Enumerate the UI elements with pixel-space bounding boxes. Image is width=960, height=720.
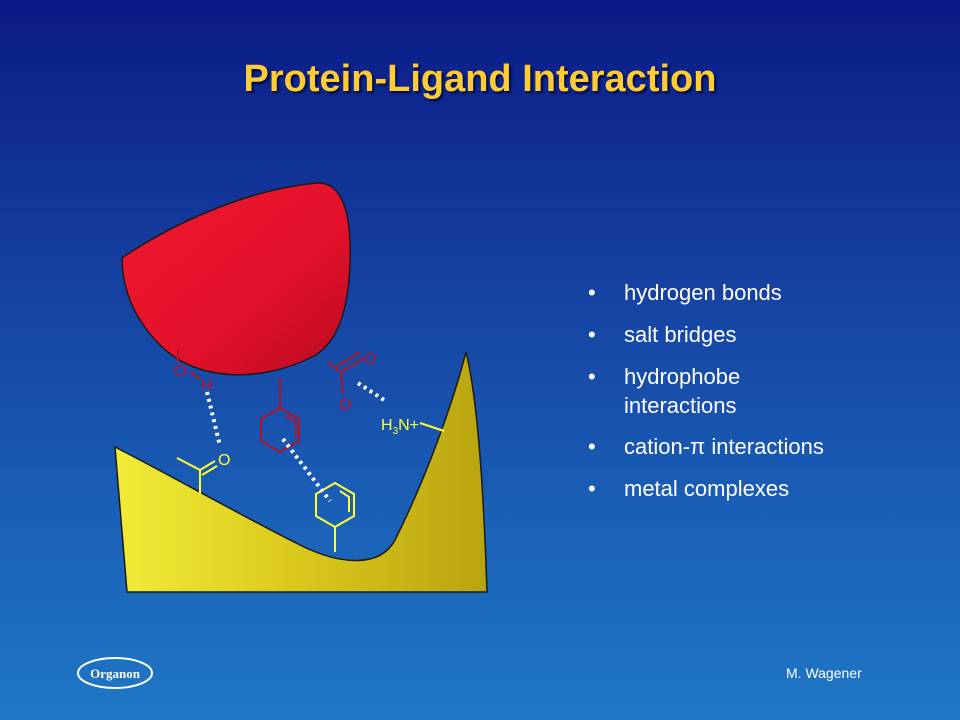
protein-pocket-shape [114, 351, 488, 593]
protein-amine-label: H3N+ [381, 417, 419, 437]
bullet-text: salt bridges [624, 322, 737, 347]
ligand-carboxylate-oxygen-top-label: O [364, 351, 376, 368]
hydrophobic-line [281, 437, 332, 503]
bullet-dot: • [588, 476, 596, 501]
organon-logo-text: Organon [90, 666, 141, 681]
bullet-dot: • [588, 322, 596, 347]
ligand-carboxylate-oxygen-bottom-label: O [339, 397, 351, 414]
protein-carbonyl-oxygen-label: O [218, 452, 230, 469]
bullet-item: • hydrogen bonds [588, 278, 928, 308]
bullet-item: • metal complexes [588, 474, 928, 504]
interaction-lines [205, 381, 386, 503]
author-name: M. Wagener [786, 665, 862, 681]
slide-title: Protein-Ligand Interaction [243, 58, 717, 100]
bullet-item: • salt bridges [588, 320, 928, 350]
ligand-shape [121, 182, 352, 376]
bullet-dot: • [588, 434, 596, 459]
ligand-hydroxyl-hydrogen-label: H [201, 377, 213, 394]
bullet-text: hydrogen bonds [624, 280, 782, 305]
salt-bridge-line [356, 381, 386, 402]
bullet-item: • cation-π interactions [588, 432, 928, 462]
amine-h: H [381, 417, 393, 434]
amine-subscript: 3 [393, 426, 399, 437]
bullet-dot: • [588, 280, 596, 305]
bullet-text: metal complexes [624, 476, 790, 501]
amine-n-plus: N+ [398, 417, 419, 434]
hydrogen-bond-line [205, 391, 222, 447]
bullet-text: hydrophobe interactions [624, 364, 741, 418]
interaction-bullet-list: • hydrogen bonds • salt bridges • hydrophob… [588, 278, 928, 516]
organon-logo: Organon [77, 657, 153, 689]
ligand-hydroxyl-oxygen-label: O [174, 363, 186, 380]
bullet-dot: • [588, 364, 596, 389]
bullet-item: • hydrophobe interactions [588, 362, 928, 420]
protein-bonds [176, 422, 445, 552]
ligand-bonds [177, 350, 365, 454]
bullet-text: cation-π interactions [624, 434, 824, 459]
